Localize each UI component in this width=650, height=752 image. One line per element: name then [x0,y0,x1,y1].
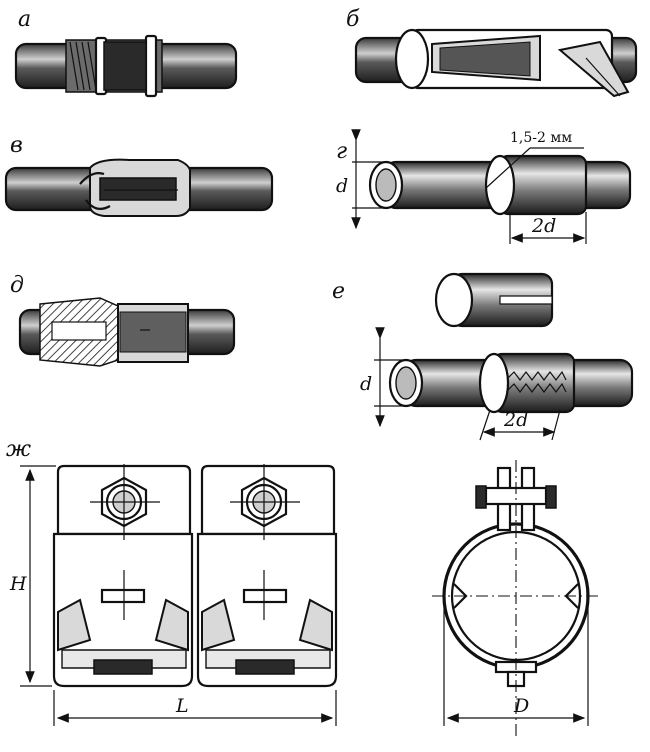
panel-e: е d 2d [332,272,634,441]
dim-2d-g: 2d [531,215,556,237]
panel-a: а [14,7,238,98]
panel-label-v: в [10,133,23,158]
panel-v: в [4,133,274,217]
dim-d-e: d [360,373,372,395]
clamp-block-right [196,464,338,688]
panel-d: д [10,273,236,367]
panel-label-g: г [336,139,347,164]
panel-label-zh: ж [6,437,31,462]
panel-label-a: а [18,7,31,32]
dim-2d-e: 2d [503,409,528,431]
dim-h: H [9,573,27,595]
panel-label-d: д [10,273,24,298]
panel-label-b: б [346,7,360,32]
dim-d-zh: D [513,695,529,717]
dim-l: L [175,695,189,717]
panel-zh: ж [6,437,600,740]
panel-b: б [346,7,638,98]
dim-gap-g: 1,5-2 мм [510,130,572,146]
dim-d-g: d [336,175,348,197]
round-clamp [432,460,600,740]
panel-label-e: е [332,279,345,304]
clamp-block-left [52,464,194,688]
panel-g: г d 2d 1,5-2 мм [336,129,632,244]
